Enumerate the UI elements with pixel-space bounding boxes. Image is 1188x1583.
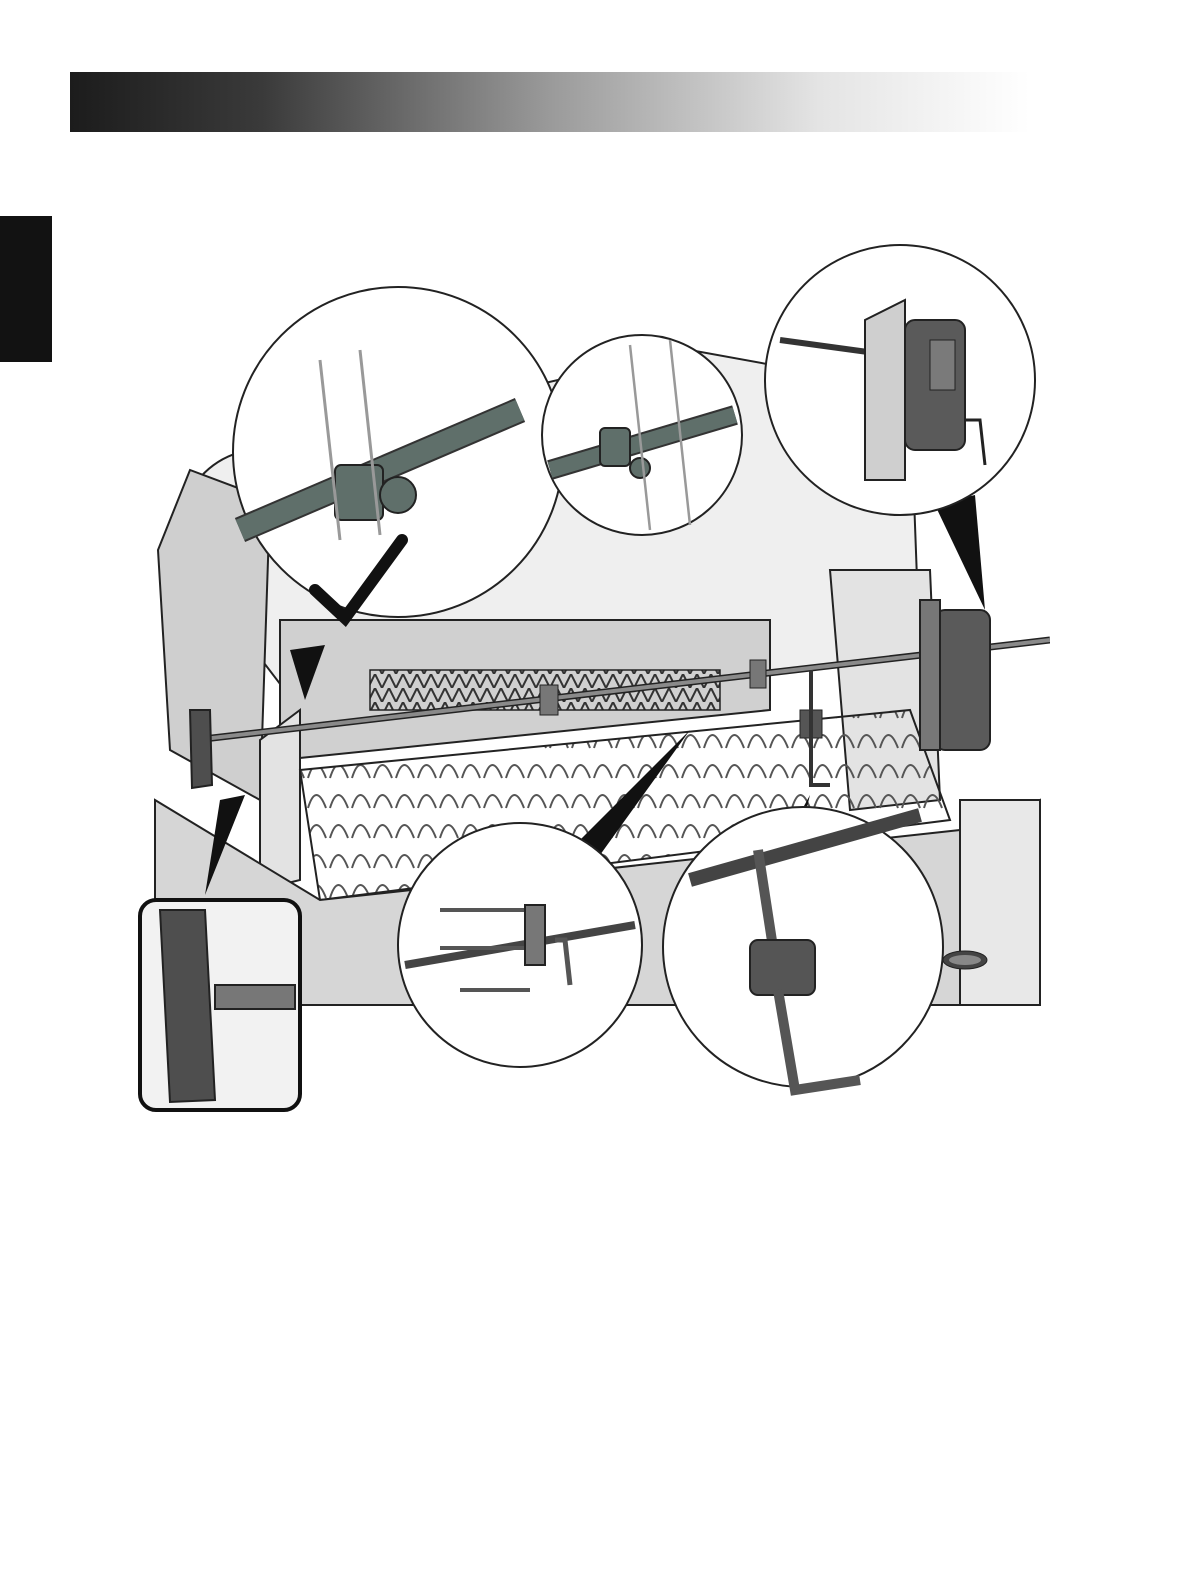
callout-collar bbox=[542, 335, 742, 535]
section-header-bar bbox=[70, 72, 1030, 132]
footer-text bbox=[644, 1568, 1164, 1580]
rotisserie-motor bbox=[920, 600, 990, 750]
rotisserie-installation-illustration bbox=[130, 240, 1050, 1120]
napoleon-logo-icon bbox=[943, 951, 987, 969]
language-side-tab bbox=[0, 216, 52, 362]
